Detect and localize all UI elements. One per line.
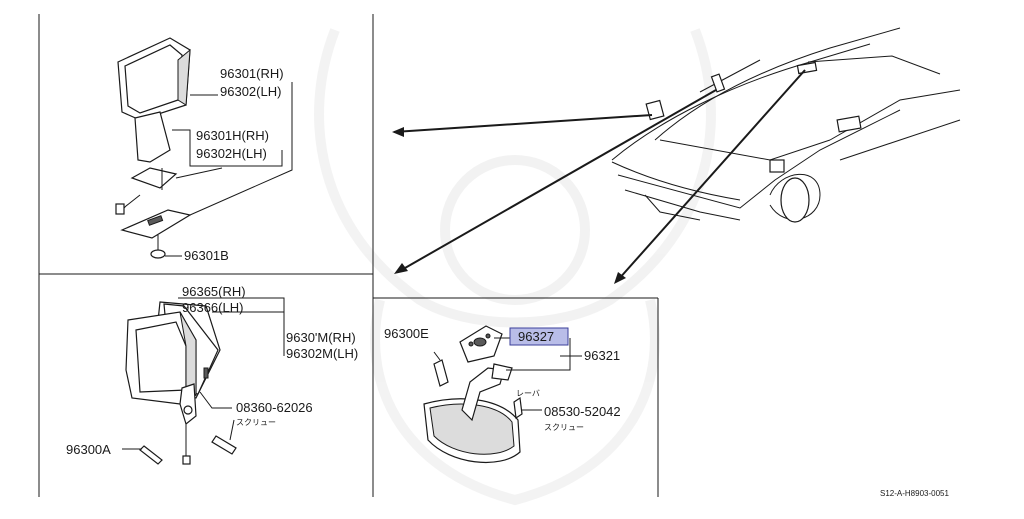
label-96327: 96327: [518, 329, 554, 344]
fender-mirror-assembly: [125, 301, 237, 465]
label-96302m: 96302M(LH): [286, 346, 358, 361]
diagram-reference-number: S12-A-H8903-0051: [880, 489, 949, 498]
door-mirror-callouts: [165, 82, 293, 257]
label-96301h: 96301H(RH): [196, 128, 269, 143]
label-08530-52042: 08530-52042: [544, 404, 621, 419]
pointer-arrows: [392, 69, 806, 284]
door-mirror-assembly: [115, 37, 192, 259]
panel-frames: [38, 14, 659, 497]
car-illustration: [611, 27, 961, 223]
label-08360-62026: 08360-62026: [236, 400, 313, 415]
label-96321: 96321: [584, 348, 620, 363]
watermark-seal: [314, 28, 716, 506]
label-96300e: 96300E: [384, 326, 429, 341]
inside-mirror-assembly: [423, 325, 523, 464]
highlight-96327: [509, 327, 569, 346]
label-96302h: 96302H(LH): [196, 146, 267, 161]
label-96301b: 96301B: [184, 248, 229, 263]
label-96365: 96365(RH): [182, 284, 246, 299]
fender-mirror-callouts: [122, 297, 285, 450]
label-lever: レーバ: [516, 389, 540, 398]
label-96301m: 9630'M(RH): [286, 330, 356, 345]
label-96302: 96302(LH): [220, 84, 281, 99]
label-screw-1: スクリュー: [236, 418, 276, 427]
label-screw-2: スクリュー: [544, 423, 584, 432]
inside-mirror-callouts: [433, 337, 582, 411]
label-96301: 96301(RH): [220, 66, 284, 81]
label-96300a: 96300A: [66, 442, 111, 457]
label-96366: 96366(LH): [182, 300, 243, 315]
